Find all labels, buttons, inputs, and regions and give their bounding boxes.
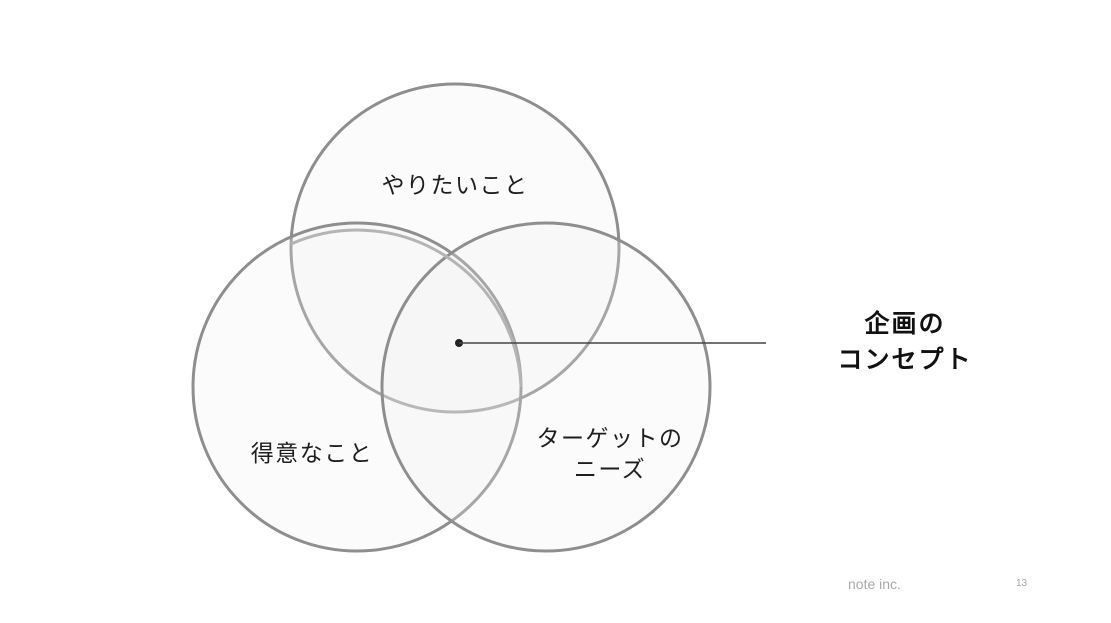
- circle-label-bottom-right-line2: ニーズ: [574, 457, 646, 483]
- overlap-arc: [290, 228, 523, 388]
- concept-callout-label: 企画の コンセプト: [800, 306, 1010, 378]
- circle-label-bottom-left: 得意なこと: [251, 441, 374, 467]
- page-number: 13: [1016, 578, 1028, 589]
- footer-brand: note inc.: [848, 576, 901, 592]
- circle-label-bottom-right-line1: ターゲットの: [537, 426, 684, 452]
- circle-label-top: やりたいこと: [382, 173, 529, 199]
- concept-callout-line2: コンセプト: [837, 345, 973, 374]
- circle-top: [289, 82, 621, 414]
- concept-callout-line1: 企画の: [864, 309, 946, 338]
- circle-bottom-right: [380, 221, 712, 553]
